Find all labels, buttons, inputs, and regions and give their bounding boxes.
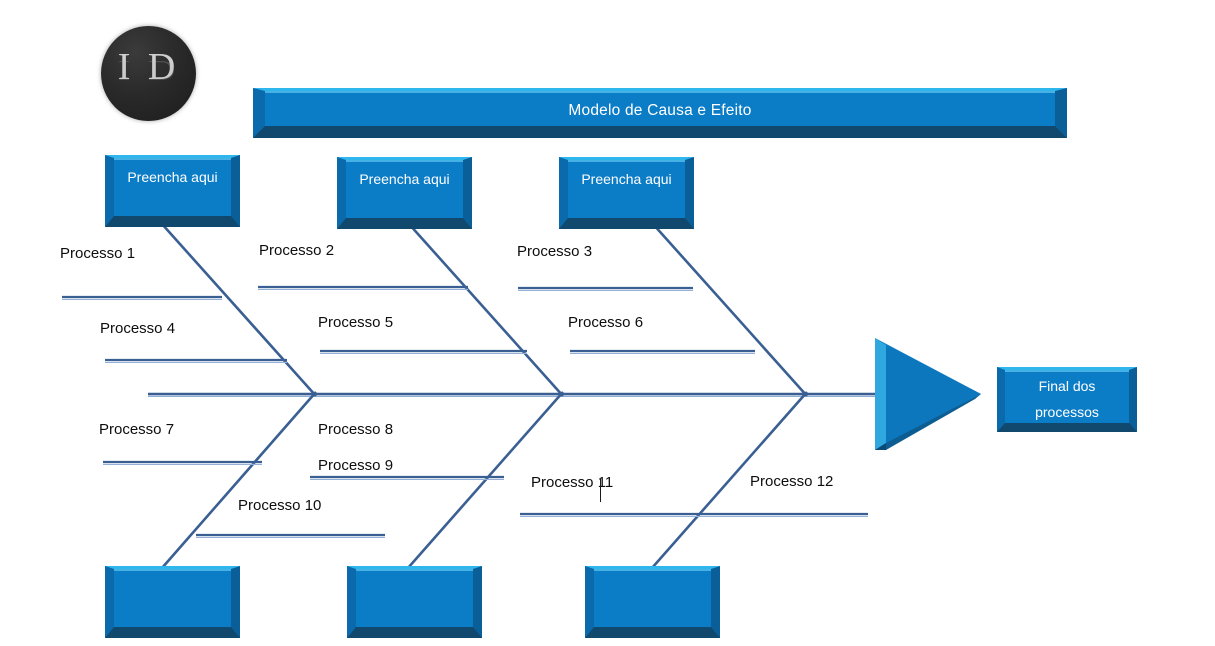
- sub-bone-processo-7: [103, 460, 262, 465]
- logo-id: I D I D: [101, 26, 196, 121]
- process-label-1[interactable]: Processo 1: [60, 245, 136, 262]
- sub-bone-processo-11-12: [520, 512, 868, 517]
- branch-diagonal-top-1: [161, 223, 317, 397]
- category-box-bottom-2[interactable]: [347, 566, 482, 638]
- text-cursor-caret: [600, 479, 601, 502]
- category-box-bottom-3[interactable]: [585, 566, 720, 638]
- process-label-12[interactable]: Processo 12: [750, 473, 834, 490]
- page-title: Modelo de Causa e Efeito: [568, 102, 752, 119]
- category-label: Preencha aqui: [359, 171, 450, 187]
- category-box-bottom-1[interactable]: [105, 566, 240, 638]
- sub-bone-processo-1: [62, 295, 222, 300]
- diagram-title-banner: Modelo de Causa e Efeito: [253, 88, 1067, 138]
- sub-bone-processo-2: [258, 285, 468, 290]
- branch-diagonal-bottom-3: [651, 391, 808, 569]
- category-box-top-3[interactable]: Preencha aqui: [559, 157, 694, 229]
- category-box-top-2[interactable]: Preencha aqui: [337, 157, 472, 229]
- process-label-5[interactable]: Processo 5: [318, 314, 394, 331]
- process-label-2[interactable]: Processo 2: [259, 242, 335, 259]
- box-highlight: [594, 569, 711, 571]
- branch-diagonal-bottom-2: [407, 391, 564, 569]
- process-label-8[interactable]: Processo 8: [318, 421, 394, 438]
- spine: [148, 392, 884, 397]
- result-label-line1: Final dos: [1038, 378, 1096, 394]
- sub-bone-processo-10: [196, 533, 385, 538]
- process-label-10[interactable]: Processo 10: [238, 497, 322, 514]
- process-label-4[interactable]: Processo 4: [100, 320, 176, 337]
- logo-label: I D: [117, 46, 180, 88]
- category-label: Preencha aqui: [127, 169, 218, 185]
- sub-bone-processo-6: [570, 349, 755, 354]
- branch-diagonal-bottom-1: [161, 391, 317, 569]
- result-arrow-icon: [875, 338, 981, 450]
- category-label: Preencha aqui: [581, 171, 672, 187]
- process-label-6[interactable]: Processo 6: [568, 314, 644, 331]
- process-label-11[interactable]: Processo 11: [531, 474, 614, 491]
- process-label-9[interactable]: Processo 9: [318, 457, 394, 474]
- result-label-line2: processos: [1035, 404, 1099, 420]
- branch-diagonal-top-3: [652, 223, 808, 397]
- sub-bone-processo-3: [518, 286, 693, 291]
- category-box-top-1[interactable]: Preencha aqui: [105, 155, 240, 227]
- sub-bone-processo-4: [105, 358, 287, 363]
- box-highlight: [356, 569, 473, 571]
- sub-bone-processo-5: [320, 349, 527, 354]
- process-label-7[interactable]: Processo 7: [99, 421, 175, 438]
- result-box[interactable]: Final dos processos: [997, 367, 1137, 432]
- process-label-3[interactable]: Processo 3: [517, 243, 593, 260]
- box-highlight: [114, 569, 231, 571]
- branch-diagonal-top-2: [408, 223, 564, 397]
- sub-bone-processo-9: [310, 475, 504, 480]
